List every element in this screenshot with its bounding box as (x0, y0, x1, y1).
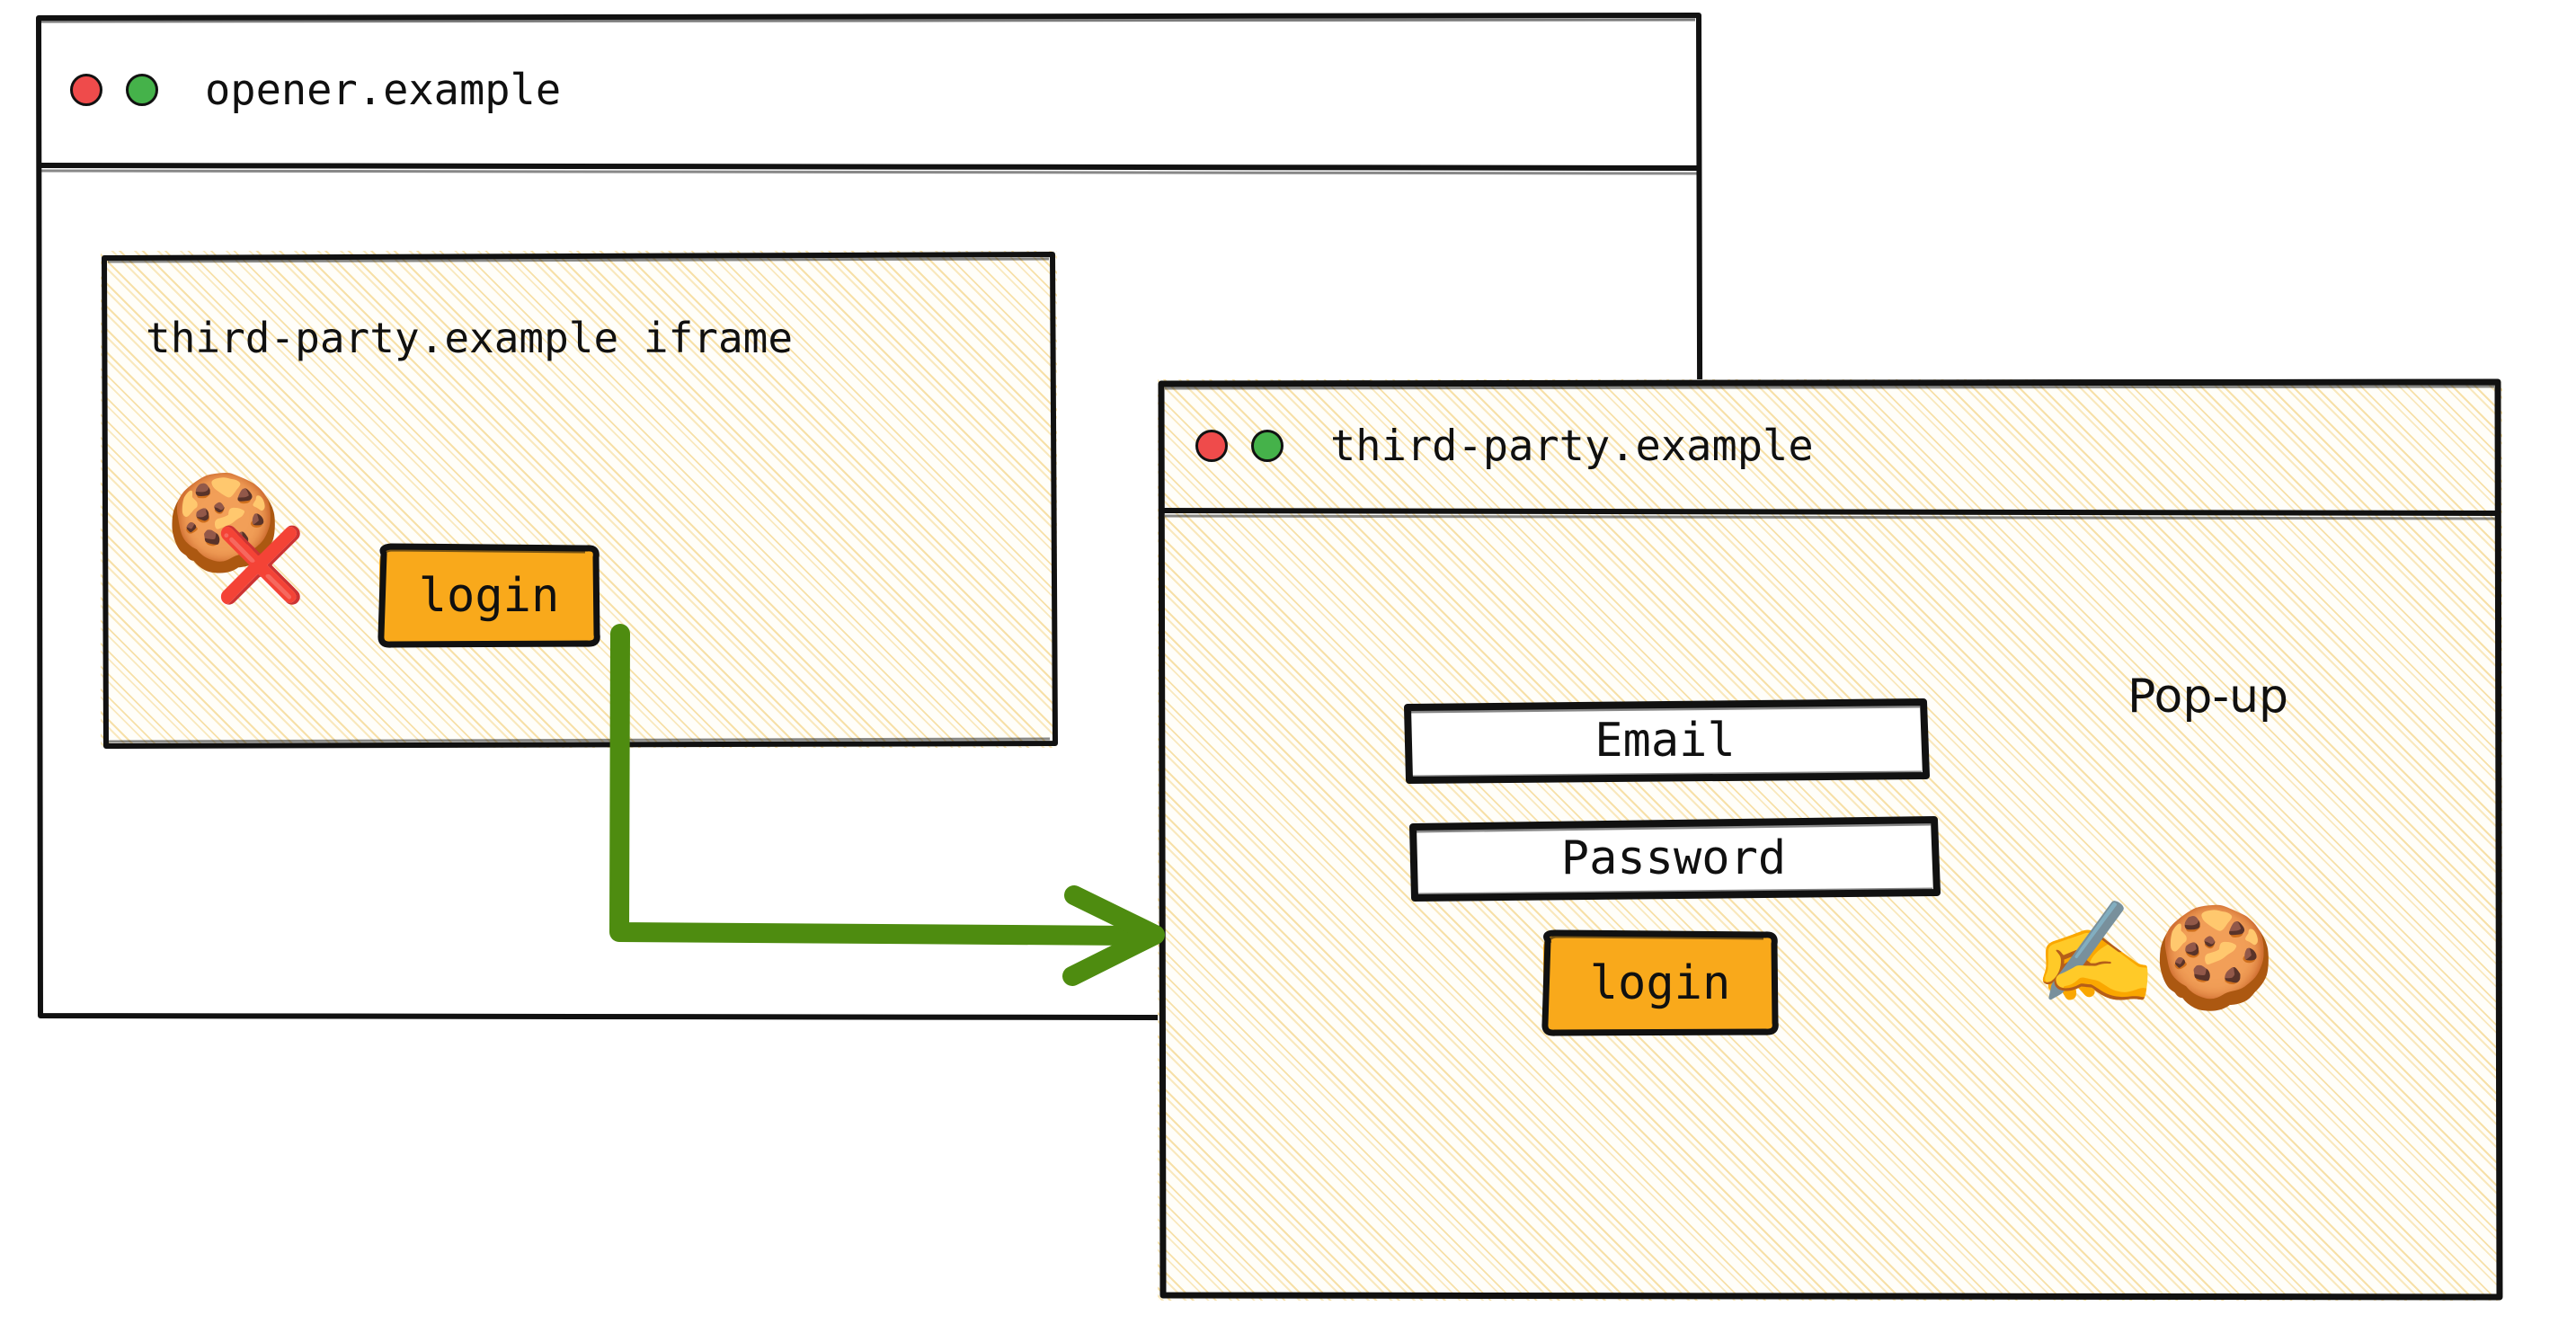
email-field-label: Email (1594, 714, 1736, 768)
email-field[interactable]: Email (1404, 698, 1930, 784)
iframe-login-button-label: login (418, 569, 560, 623)
iframe-origin-label: third-party.example iframe (146, 314, 794, 362)
cookie-icon: 🍪 (2153, 900, 2276, 1015)
opener-window-title: opener.example (205, 65, 562, 115)
opener-traffic-lights (70, 74, 158, 106)
password-field[interactable]: Password (1409, 816, 1941, 902)
maximize-window-icon[interactable] (126, 74, 158, 106)
popup-login-button-label: login (1589, 956, 1731, 1010)
close-window-icon[interactable] (70, 74, 102, 106)
maximize-window-icon[interactable] (1251, 430, 1284, 462)
popup-traffic-lights (1195, 430, 1284, 462)
third-party-iframe: third-party.example iframe 🍪 ❌ login (101, 251, 1058, 749)
iframe-login-button[interactable]: login (378, 543, 600, 648)
close-window-icon[interactable] (1195, 430, 1228, 462)
writing-hand-icon: ✍️ (2032, 895, 2158, 1012)
popup-annotation-label: Pop-up (2127, 670, 2289, 724)
popup-titlebar: third-party.example (1158, 379, 2502, 512)
popup-login-button[interactable]: login (1541, 929, 1779, 1036)
password-field-label: Password (1560, 831, 1787, 885)
opener-titlebar: opener.example (36, 13, 1703, 167)
cookie-blocked-cross-icon: ❌ (216, 523, 306, 607)
popup-window-title: third-party.example (1330, 421, 1814, 471)
